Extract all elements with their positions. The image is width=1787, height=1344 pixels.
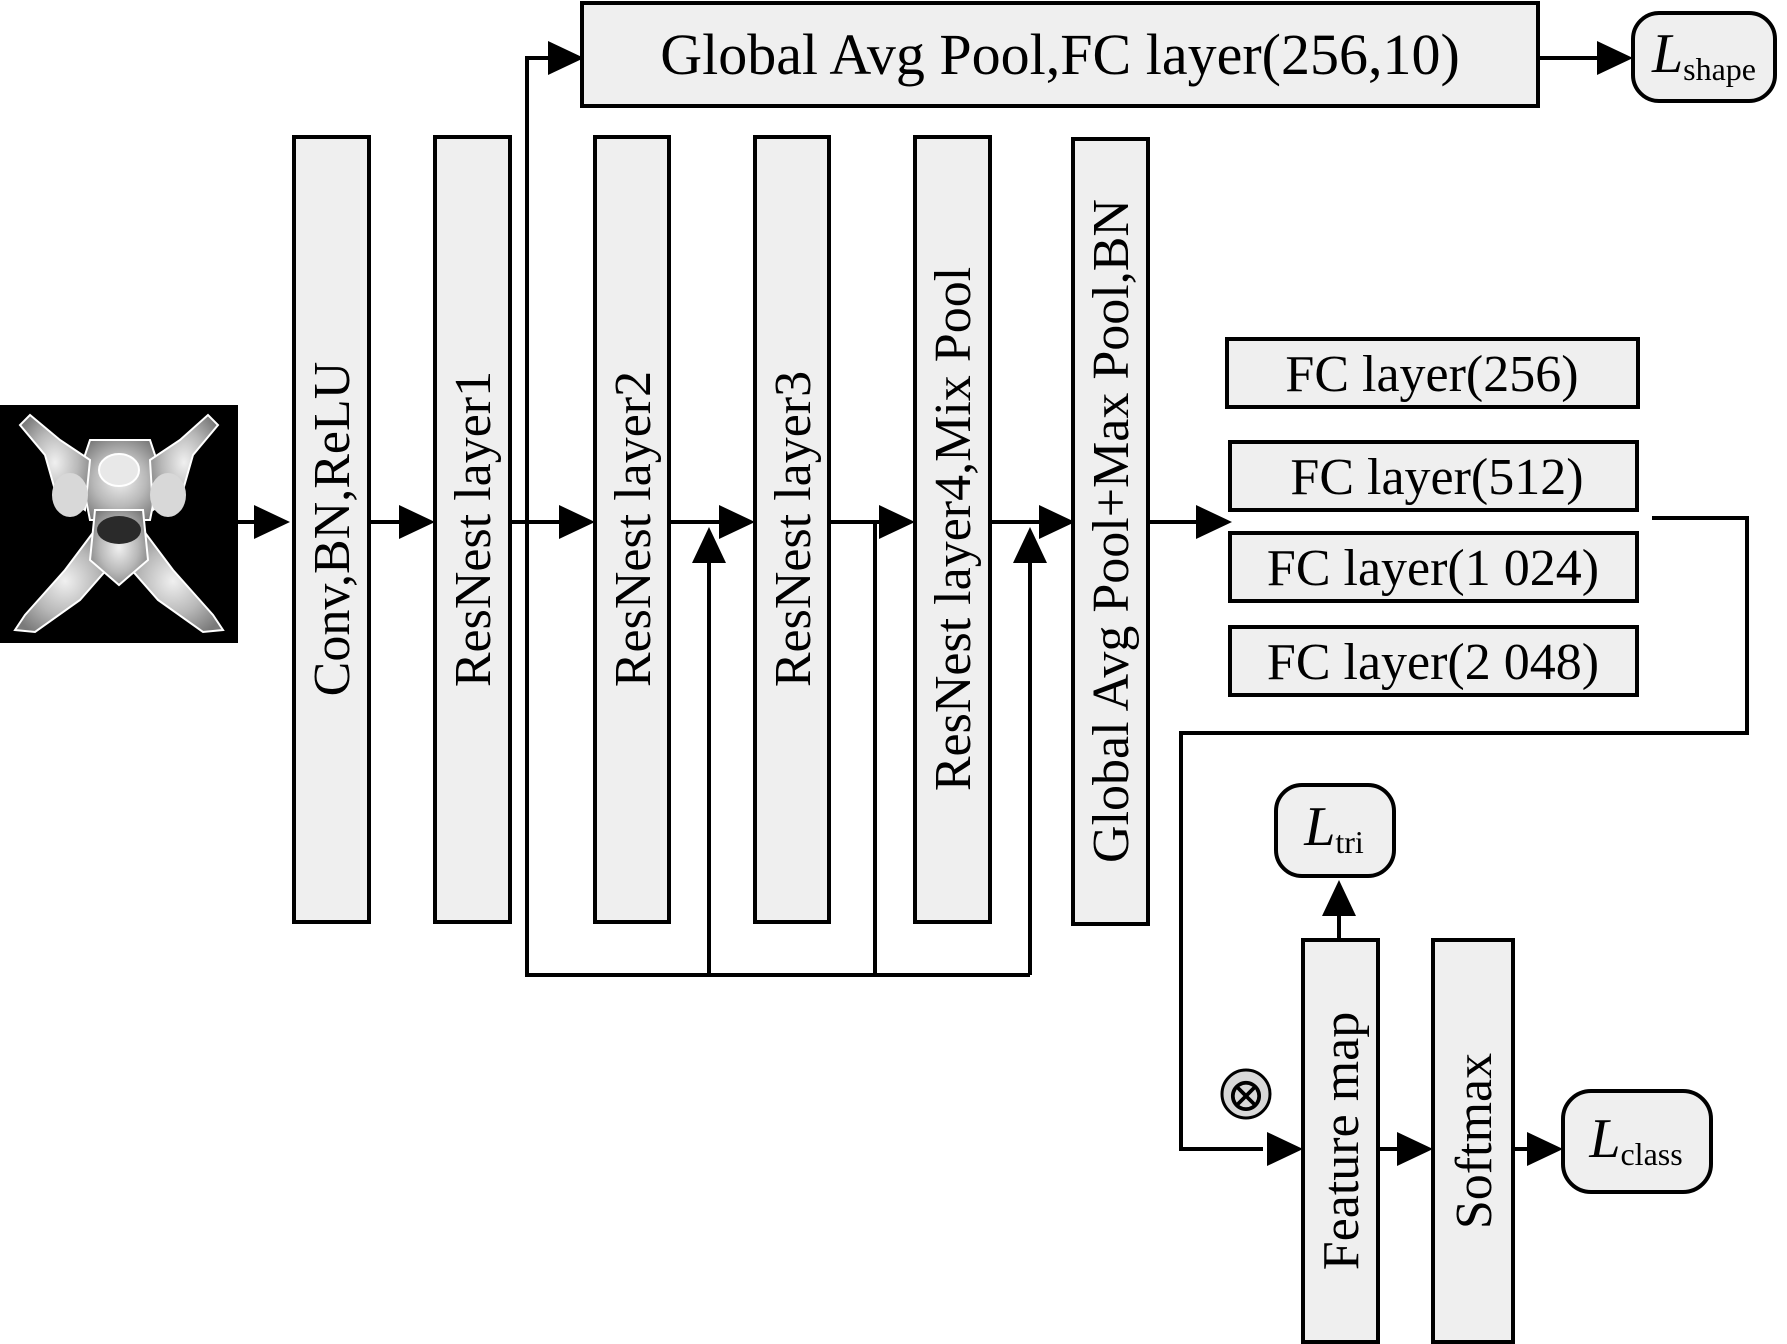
fc-layer-1024-block: FC layer(1 024) bbox=[1228, 531, 1639, 603]
arrowheads bbox=[254, 41, 1633, 1166]
loss-class: Lclass bbox=[1561, 1089, 1713, 1194]
loss-shape-main: L bbox=[1651, 23, 1683, 85]
conv-block-label: Conv,BN,ReLU bbox=[304, 362, 361, 697]
resnest-layer3-label: ResNest layer3 bbox=[765, 371, 822, 687]
resnest-layer2-label: ResNest layer2 bbox=[605, 371, 662, 687]
feature-map-block: Feature map bbox=[1301, 938, 1380, 1344]
svg-text:Lshape: Lshape bbox=[1651, 23, 1756, 87]
loss-shape: Lshape bbox=[1631, 11, 1777, 103]
svg-text:Ltri: Ltri bbox=[1303, 796, 1364, 860]
softmax-label: Softmax bbox=[1446, 1053, 1503, 1229]
global-pool-block: Global Avg Pool+Max Pool,BN bbox=[1071, 137, 1150, 926]
svg-text:Lclass: Lclass bbox=[1588, 1108, 1682, 1172]
multiply-operator-icon: ⊗ bbox=[1220, 1068, 1272, 1122]
resnest-layer4-label: ResNest layer4,Mix Pool bbox=[925, 267, 982, 791]
feature-map-label: Feature map bbox=[1313, 1012, 1370, 1270]
resnest-layer1-label: ResNest layer1 bbox=[445, 371, 502, 687]
conv-block: Conv,BN,ReLU bbox=[292, 135, 371, 924]
fc-layer-2048-label: FC layer(2 048) bbox=[1267, 634, 1599, 691]
loss-class-sub: class bbox=[1620, 1136, 1682, 1172]
top-global-pool-fc-block: Global Avg Pool,FC layer(256,10) bbox=[580, 1, 1540, 108]
global-pool-label: Global Avg Pool+Max Pool,BN bbox=[1083, 199, 1140, 863]
fc-layer-2048-block: FC layer(2 048) bbox=[1228, 625, 1639, 697]
resnest-layer4-block: ResNest layer4,Mix Pool bbox=[913, 135, 992, 924]
fc-layer-256-block: FC layer(256) bbox=[1225, 337, 1640, 409]
input-image bbox=[0, 405, 238, 643]
resnest-layer1-block: ResNest layer1 bbox=[433, 135, 512, 924]
fc-layer-512-label: FC layer(512) bbox=[1290, 449, 1583, 506]
loss-tri-sub: tri bbox=[1335, 824, 1364, 860]
loss-shape-sub: shape bbox=[1683, 51, 1756, 87]
resnest-layer2-block: ResNest layer2 bbox=[593, 135, 671, 924]
loss-tri: Ltri bbox=[1274, 783, 1396, 878]
fc-layer-256-label: FC layer(256) bbox=[1285, 346, 1578, 403]
resnest-layer3-block: ResNest layer3 bbox=[753, 135, 831, 924]
multiply-operator-symbol: ⊗ bbox=[1226, 1069, 1266, 1122]
fc-layer-1024-label: FC layer(1 024) bbox=[1267, 540, 1599, 597]
loss-class-main: L bbox=[1588, 1108, 1620, 1170]
top-global-pool-fc-label: Global Avg Pool,FC layer(256,10) bbox=[660, 22, 1460, 87]
softmax-block: Softmax bbox=[1431, 938, 1515, 1344]
connectors bbox=[238, 56, 1749, 1151]
fc-layer-512-block: FC layer(512) bbox=[1228, 440, 1639, 512]
loss-tri-main: L bbox=[1303, 796, 1335, 858]
